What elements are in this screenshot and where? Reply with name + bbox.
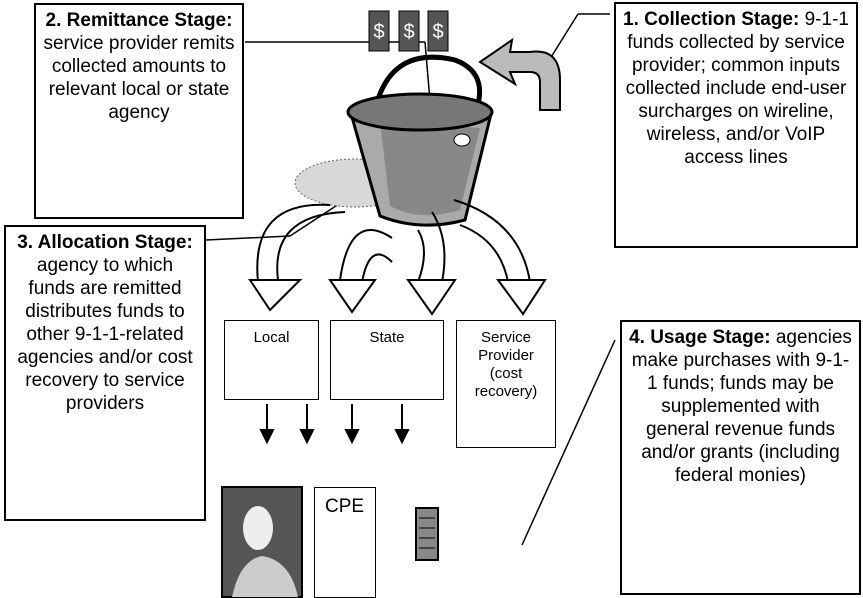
usage-stage-box: 4. Usage Stage: agencies make purchases … [620, 320, 861, 595]
local-label: Local [253, 329, 290, 346]
bucket-icon [294, 54, 494, 227]
collection-stage-text: 9-1-1 funds collected by service provide… [625, 9, 849, 168]
cpe-box: CPE [314, 487, 376, 598]
service-provider-label: Service Provider (cost recovery) [474, 329, 538, 400]
svg-text:$: $ [373, 21, 384, 43]
service-provider-box: Service Provider (cost recovery) [456, 320, 556, 448]
down-arrows [259, 404, 410, 445]
state-label: State [369, 329, 405, 346]
collection-pointer-line-2 [547, 13, 579, 63]
dollar-bill-icon: $ $ $ [368, 10, 449, 52]
cpe-label: CPE [325, 496, 365, 517]
remittance-stage-box: 2. Remittance Stage: service provider re… [34, 3, 244, 219]
state-box: State [330, 320, 444, 400]
usage-pointer-line [521, 339, 616, 546]
usage-stage-title: 4. Usage Stage: [629, 327, 771, 348]
collection-stage-colon: : [793, 9, 800, 30]
server-icon [415, 507, 439, 561]
curved-arrow-icon [478, 37, 561, 111]
remittance-stage-title: 2. Remittance Stage: [45, 10, 233, 31]
collection-stage-box: 1. Collection Stage: 9-1-1 funds collect… [614, 2, 858, 248]
remittance-stage-text: service provider remits collected amount… [43, 33, 235, 123]
allocation-arrows [248, 199, 547, 316]
svg-text:$: $ [432, 21, 443, 43]
allocation-pointer-line [205, 235, 291, 241]
allocation-stage-text: agency to which funds are remitted distr… [17, 255, 193, 414]
collection-stage-title: 1. Collection Stage [623, 9, 793, 30]
allocation-stage-title: 3. Allocation Stage: [17, 232, 193, 253]
allocation-stage-box: 3. Allocation Stage: agency to which fun… [4, 225, 206, 521]
local-box: Local [224, 320, 319, 400]
svg-text:$: $ [403, 21, 414, 43]
person-icon [221, 486, 303, 598]
usage-stage-text: agencies make purchases with 9-1-1 funds… [631, 327, 852, 486]
